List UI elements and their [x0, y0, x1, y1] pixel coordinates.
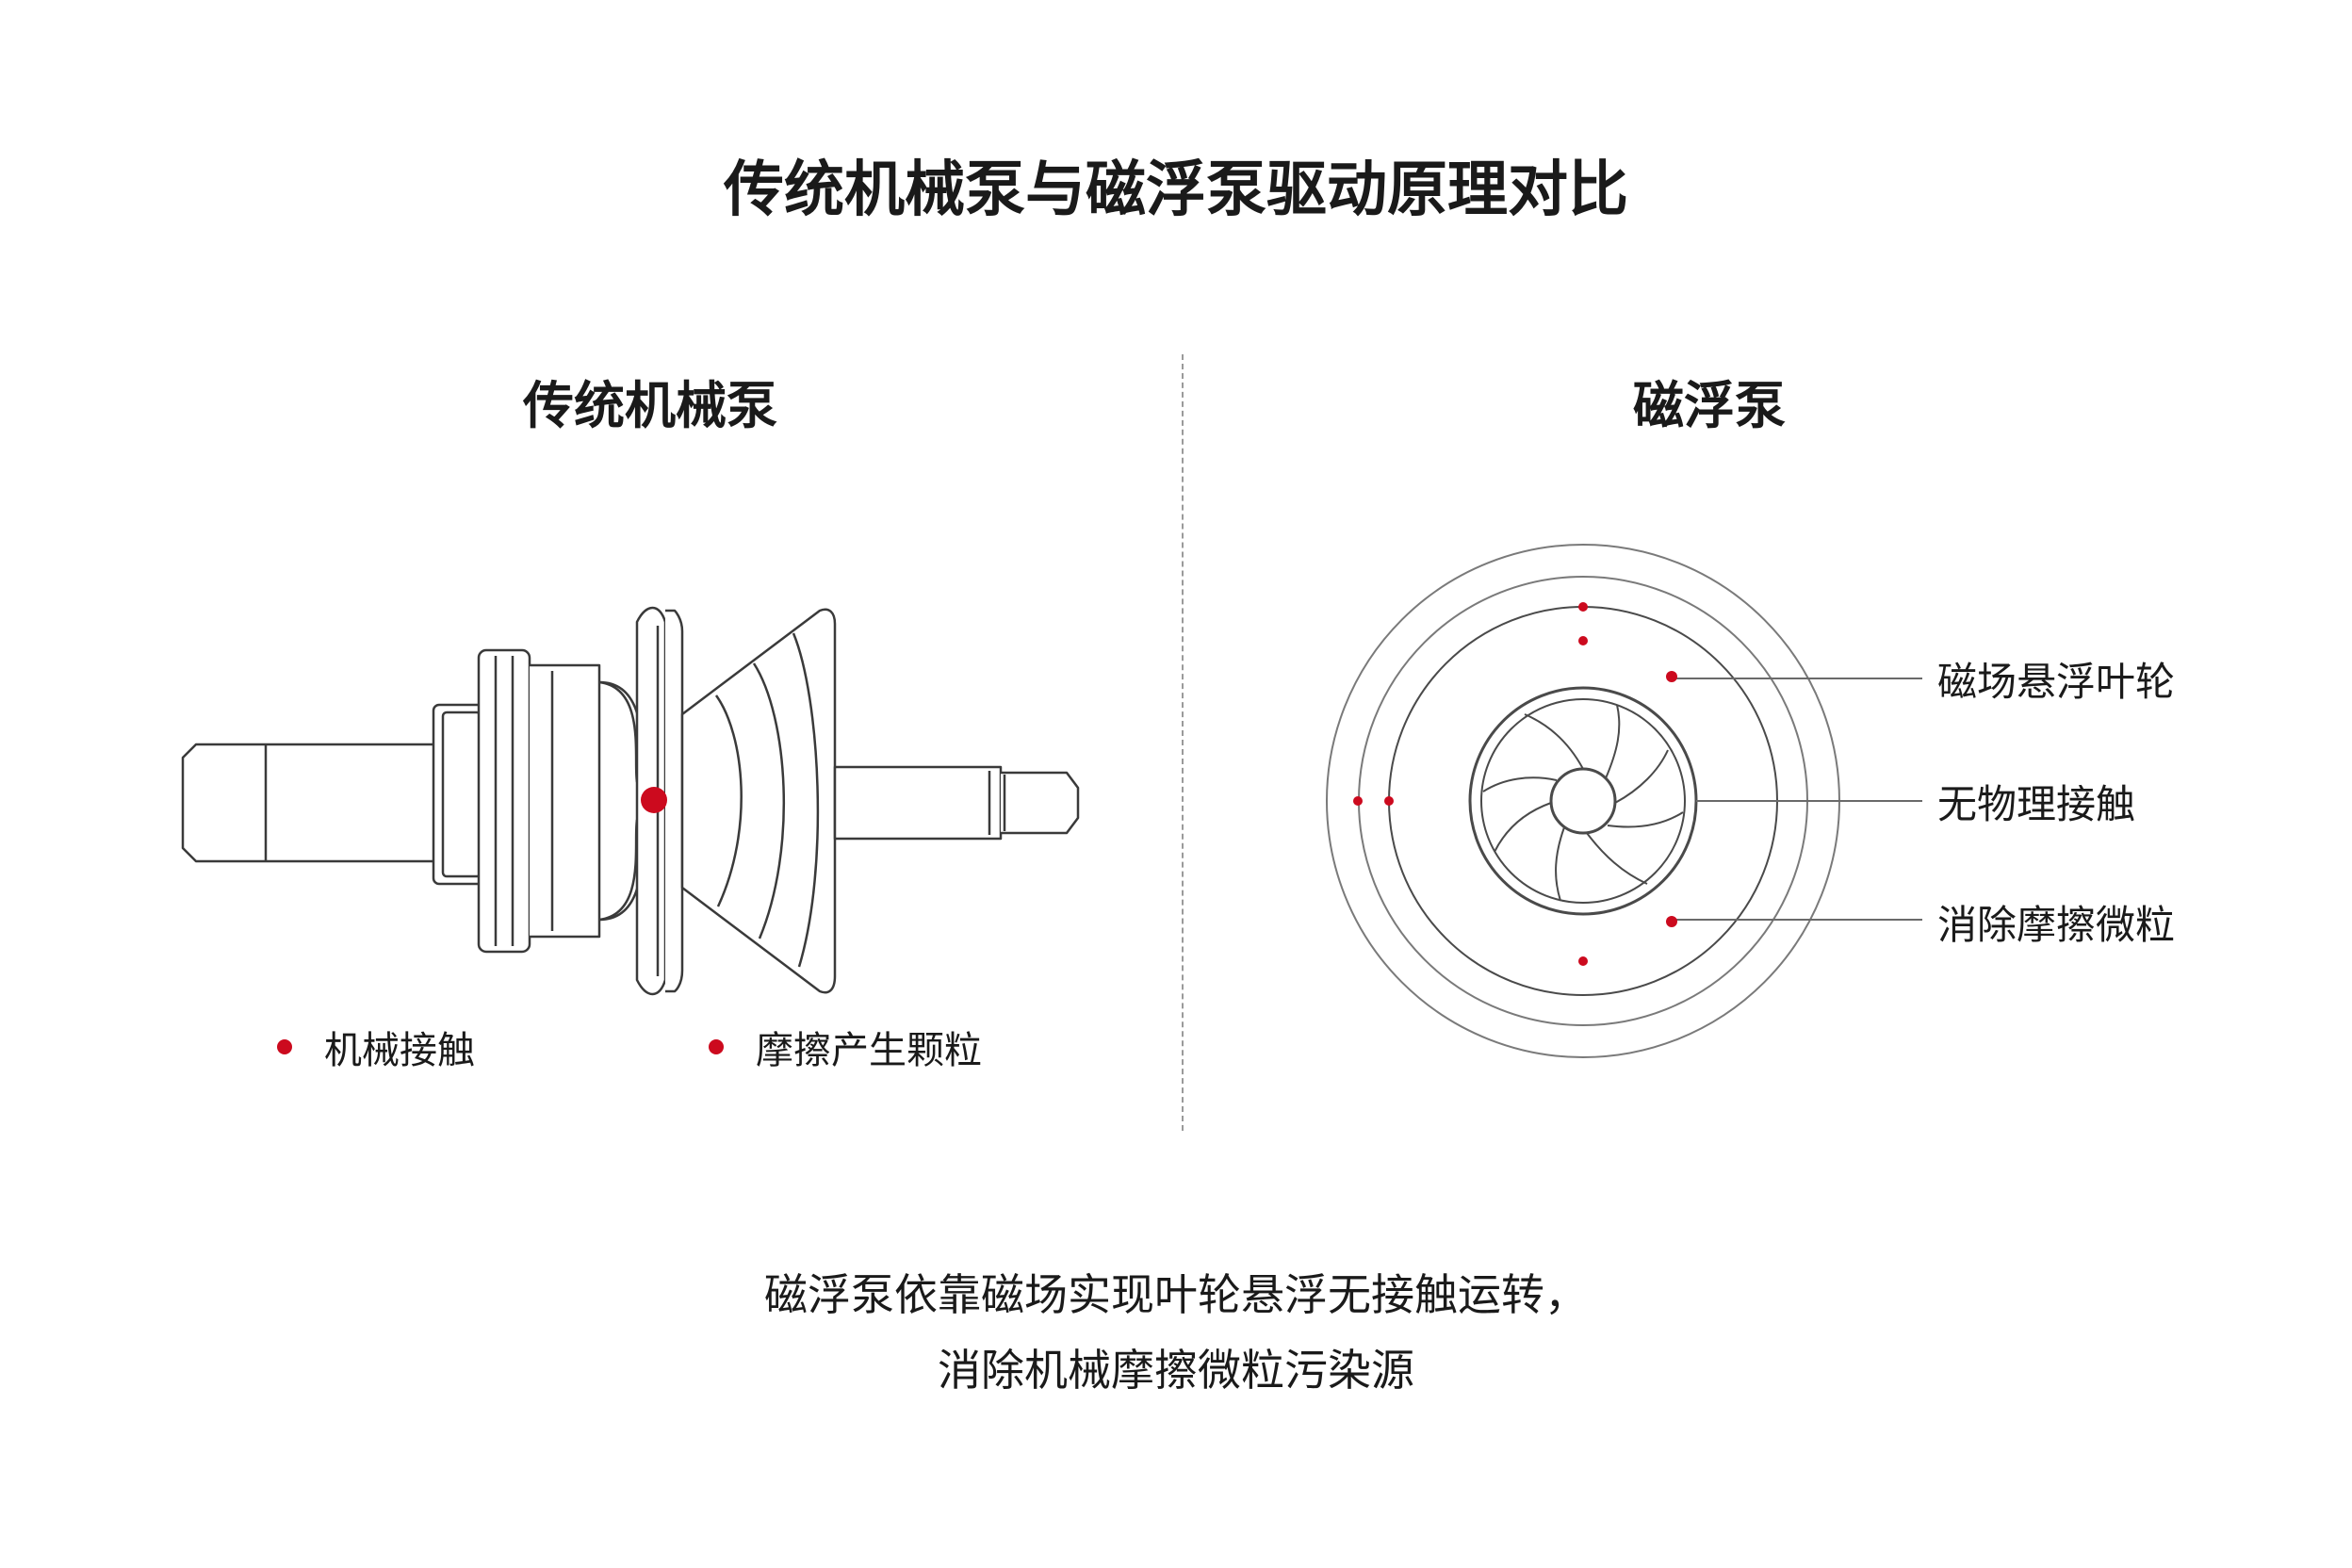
callout-levitating-impeller: 磁场悬浮叶轮	[1937, 659, 2176, 705]
right-heading: 磁浮泵	[1633, 376, 1786, 435]
caption-line-2: 消除机械摩擦微粒污染源	[938, 1345, 1414, 1396]
legend-item-contact: 机械接触	[277, 1020, 475, 1074]
left-heading: 传统机械泵	[523, 376, 777, 435]
legend-label: 机械接触	[324, 1029, 475, 1072]
caption-line-1: 磁浮泵依靠磁场实现叶轮悬浮无接触运转，	[764, 1269, 1588, 1320]
contact-point-marker	[641, 787, 667, 813]
panel-divider	[1182, 354, 1184, 1131]
red-dot-icon	[277, 1039, 292, 1054]
impeller-blades	[1482, 704, 1684, 902]
legend-label: 摩擦产生颗粒	[756, 1029, 982, 1072]
legend-item-particles: 摩擦产生颗粒	[709, 1020, 982, 1074]
mechanical-pump-drawing	[181, 606, 1080, 996]
callout-no-particles: 消除摩擦微粒	[1937, 902, 2176, 948]
magnetic-field-markers	[1353, 602, 1677, 966]
callout-no-contact: 无物理接触	[1937, 781, 2136, 827]
maglev-pump-drawing	[1326, 544, 1922, 1058]
page-title: 传统机械泵与磁浮泵驱动原理对比	[724, 155, 1628, 225]
red-dot-icon	[709, 1039, 724, 1054]
